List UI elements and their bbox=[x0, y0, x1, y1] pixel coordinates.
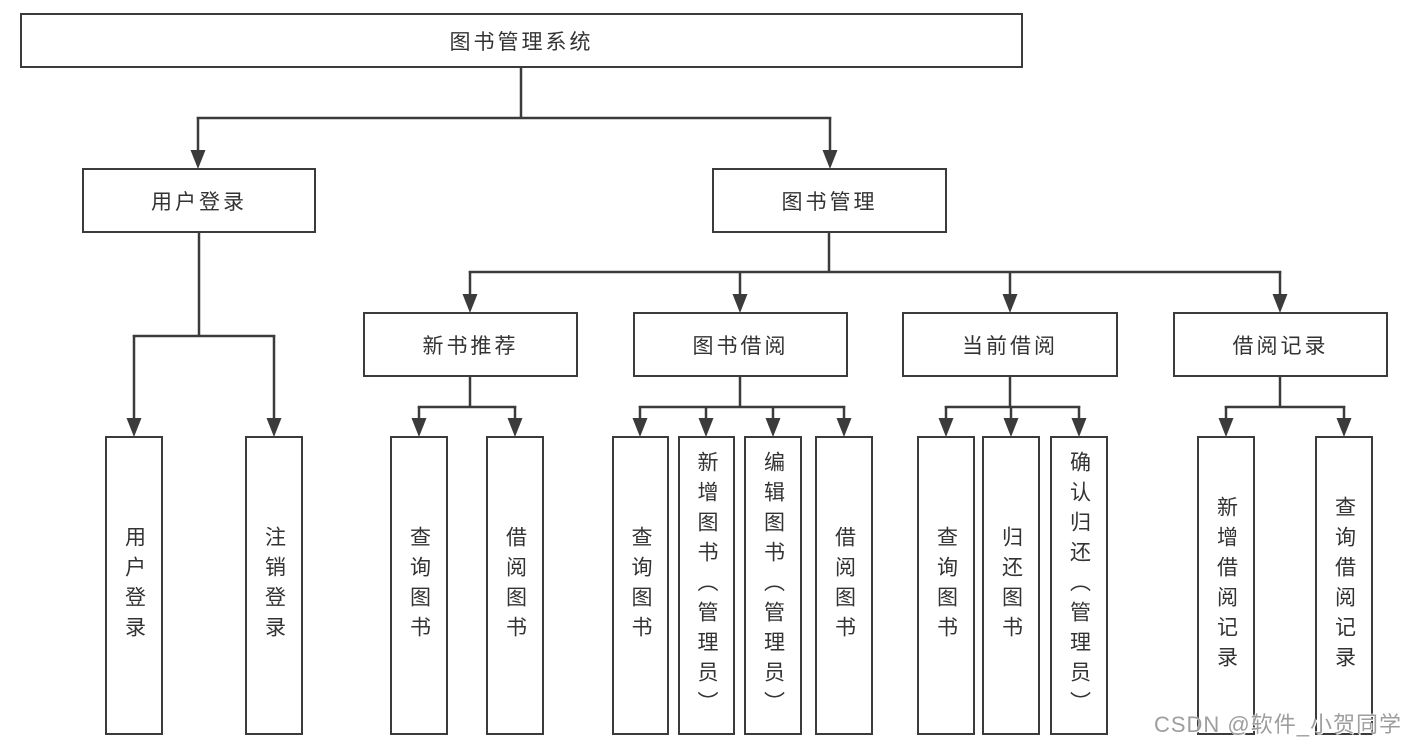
node-user-login: 用户登录 bbox=[82, 168, 316, 233]
leaf-borrow-books-recommend: 借阅图书 bbox=[486, 436, 544, 735]
csdn-watermark: CSDN @软件_小贺同学 bbox=[1153, 712, 1402, 737]
node-book-borrowing: 图书借阅 bbox=[633, 312, 848, 377]
node-label: 新增图书（管理员） bbox=[695, 450, 718, 721]
node-label: 确认归还（管理员） bbox=[1067, 450, 1091, 721]
node-library-management-system: 图书管理系统 bbox=[20, 13, 1023, 68]
leaf-query-books-recommend: 查询图书 bbox=[390, 436, 448, 735]
leaf-query-books-borrow: 查询图书 bbox=[612, 436, 669, 735]
node-label: 用户登录 bbox=[151, 190, 247, 214]
leaf-return-book: 归还图书 bbox=[982, 436, 1040, 735]
node-label: 查询图书 bbox=[629, 525, 652, 646]
leaf-edit-book-admin: 编辑图书（管理员） bbox=[744, 436, 802, 735]
node-label: 编辑图书（管理员） bbox=[761, 450, 785, 721]
node-label: 归还图书 bbox=[999, 525, 1023, 646]
node-label: 当前借阅 bbox=[962, 334, 1058, 358]
node-label: 查询图书 bbox=[934, 525, 958, 646]
node-label: 图书管理系统 bbox=[449, 30, 594, 54]
node-label: 注销登录 bbox=[262, 525, 286, 646]
node-label: 借阅图书 bbox=[832, 525, 856, 646]
leaf-user-login: 用户登录 bbox=[105, 436, 163, 735]
node-borrowing-records: 借阅记录 bbox=[1173, 312, 1388, 377]
node-label: 查询图书 bbox=[407, 525, 431, 646]
node-label: 查询借阅记录 bbox=[1332, 495, 1356, 676]
leaf-confirm-return-admin: 确认归还（管理员） bbox=[1050, 436, 1108, 735]
node-label: 新增借阅记录 bbox=[1214, 495, 1238, 676]
leaf-query-books-current: 查询图书 bbox=[917, 436, 975, 735]
node-label: 图书管理 bbox=[781, 190, 878, 214]
node-new-book-recommend: 新书推荐 bbox=[363, 312, 578, 377]
node-book-management: 图书管理 bbox=[712, 168, 947, 233]
leaf-borrow-books: 借阅图书 bbox=[815, 436, 873, 735]
node-label: 图书借阅 bbox=[692, 334, 789, 358]
leaf-query-borrow-record: 查询借阅记录 bbox=[1315, 436, 1373, 735]
node-label: 用户登录 bbox=[122, 525, 146, 646]
leaf-add-book-admin: 新增图书（管理员） bbox=[678, 436, 735, 735]
node-label: 借阅图书 bbox=[503, 525, 527, 646]
leaf-logout: 注销登录 bbox=[245, 436, 303, 735]
leaf-add-borrow-record: 新增借阅记录 bbox=[1197, 436, 1255, 735]
node-label: 新书推荐 bbox=[422, 334, 519, 358]
node-current-borrowing: 当前借阅 bbox=[902, 312, 1118, 377]
node-label: 借阅记录 bbox=[1232, 334, 1329, 358]
